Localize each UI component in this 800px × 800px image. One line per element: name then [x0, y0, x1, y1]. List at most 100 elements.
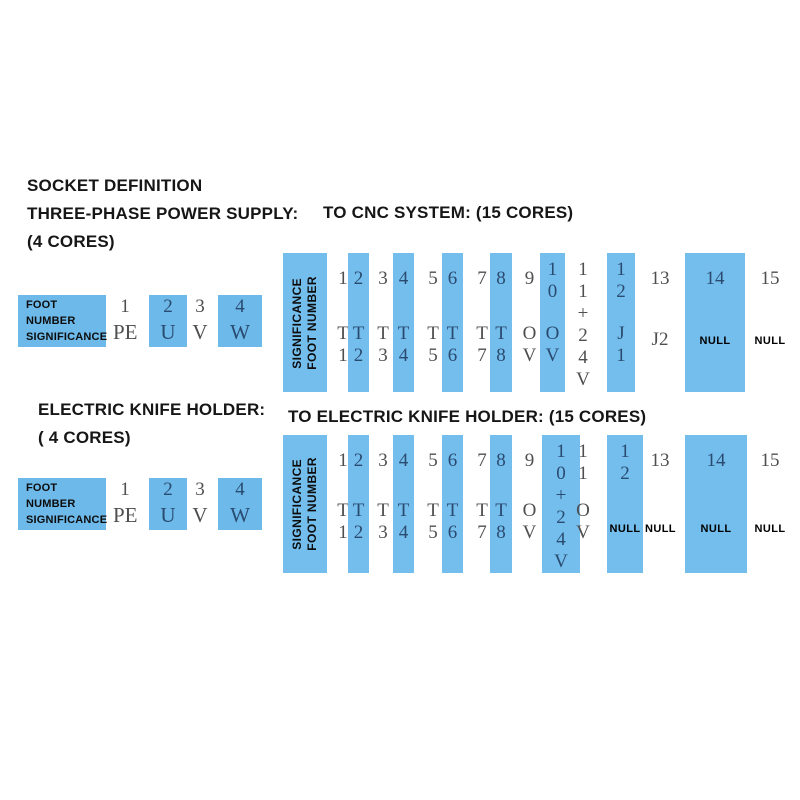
pin-value: NULL	[609, 523, 641, 535]
pin-value: W	[230, 503, 250, 527]
pin-value: PE	[113, 320, 138, 344]
pin-number: 8	[496, 268, 506, 289]
to-knife-holder-heading: TO ELECTRIC KNIFE HOLDER: (15 CORES)	[288, 407, 647, 426]
pin-value: J2	[651, 329, 669, 350]
pin-number: 3	[378, 450, 388, 471]
pin-value: V	[192, 320, 208, 344]
pin-number: 4	[235, 479, 245, 500]
pin-number: 15	[760, 268, 780, 289]
pin-number: 4	[235, 296, 245, 317]
electric-knife-holder-heading: ELECTRIC KNIFE HOLDER:	[38, 400, 266, 419]
four-cores-heading: (4 CORES)	[27, 232, 115, 251]
pin-number: 2	[353, 450, 364, 471]
pin-number: 5	[428, 268, 438, 289]
significance-label: SIGNIFICANCE	[26, 331, 108, 343]
pin-number: 8	[496, 450, 506, 471]
pin-number: 5	[428, 450, 438, 471]
pin-value: NULL	[700, 523, 732, 535]
pin-value: W	[230, 320, 250, 344]
pin-number: 1	[338, 268, 348, 289]
row-labels-box: FOOT NUMBER SIGNIFICANCE	[18, 295, 108, 347]
pin-number: 14	[706, 450, 726, 471]
pin-number: 9	[524, 450, 535, 471]
pin-number: 13	[650, 450, 670, 471]
pin-number: 1	[338, 450, 348, 471]
significance-label: SIGNIFICANCE	[290, 458, 304, 550]
pin-number: 1	[120, 479, 130, 500]
foot-number-label: FOOT NUMBER	[305, 275, 319, 370]
pin-number: 6	[447, 450, 458, 471]
pin-number: 3	[195, 296, 205, 317]
to-cnc-system-heading: TO CNC SYSTEM: (15 CORES)	[323, 203, 574, 222]
pin-number: 7	[477, 268, 487, 289]
pin-number: 15	[760, 450, 780, 471]
socket-definition-title: SOCKET DEFINITION	[27, 176, 203, 195]
foot-number-label: FOOT NUMBER	[305, 457, 319, 551]
knife-four-cores-heading: ( 4 CORES)	[38, 428, 131, 447]
pin-number: 7	[477, 450, 487, 471]
pin-value: NULL	[699, 335, 731, 347]
foot-number-label: FOOT NUMBER	[26, 299, 76, 327]
pin-number: 13	[650, 268, 670, 289]
pin-number: 2	[353, 268, 364, 289]
pin-number: 9	[524, 268, 535, 289]
pin-value: NULL	[754, 335, 786, 347]
pin-value: PE	[113, 503, 138, 527]
